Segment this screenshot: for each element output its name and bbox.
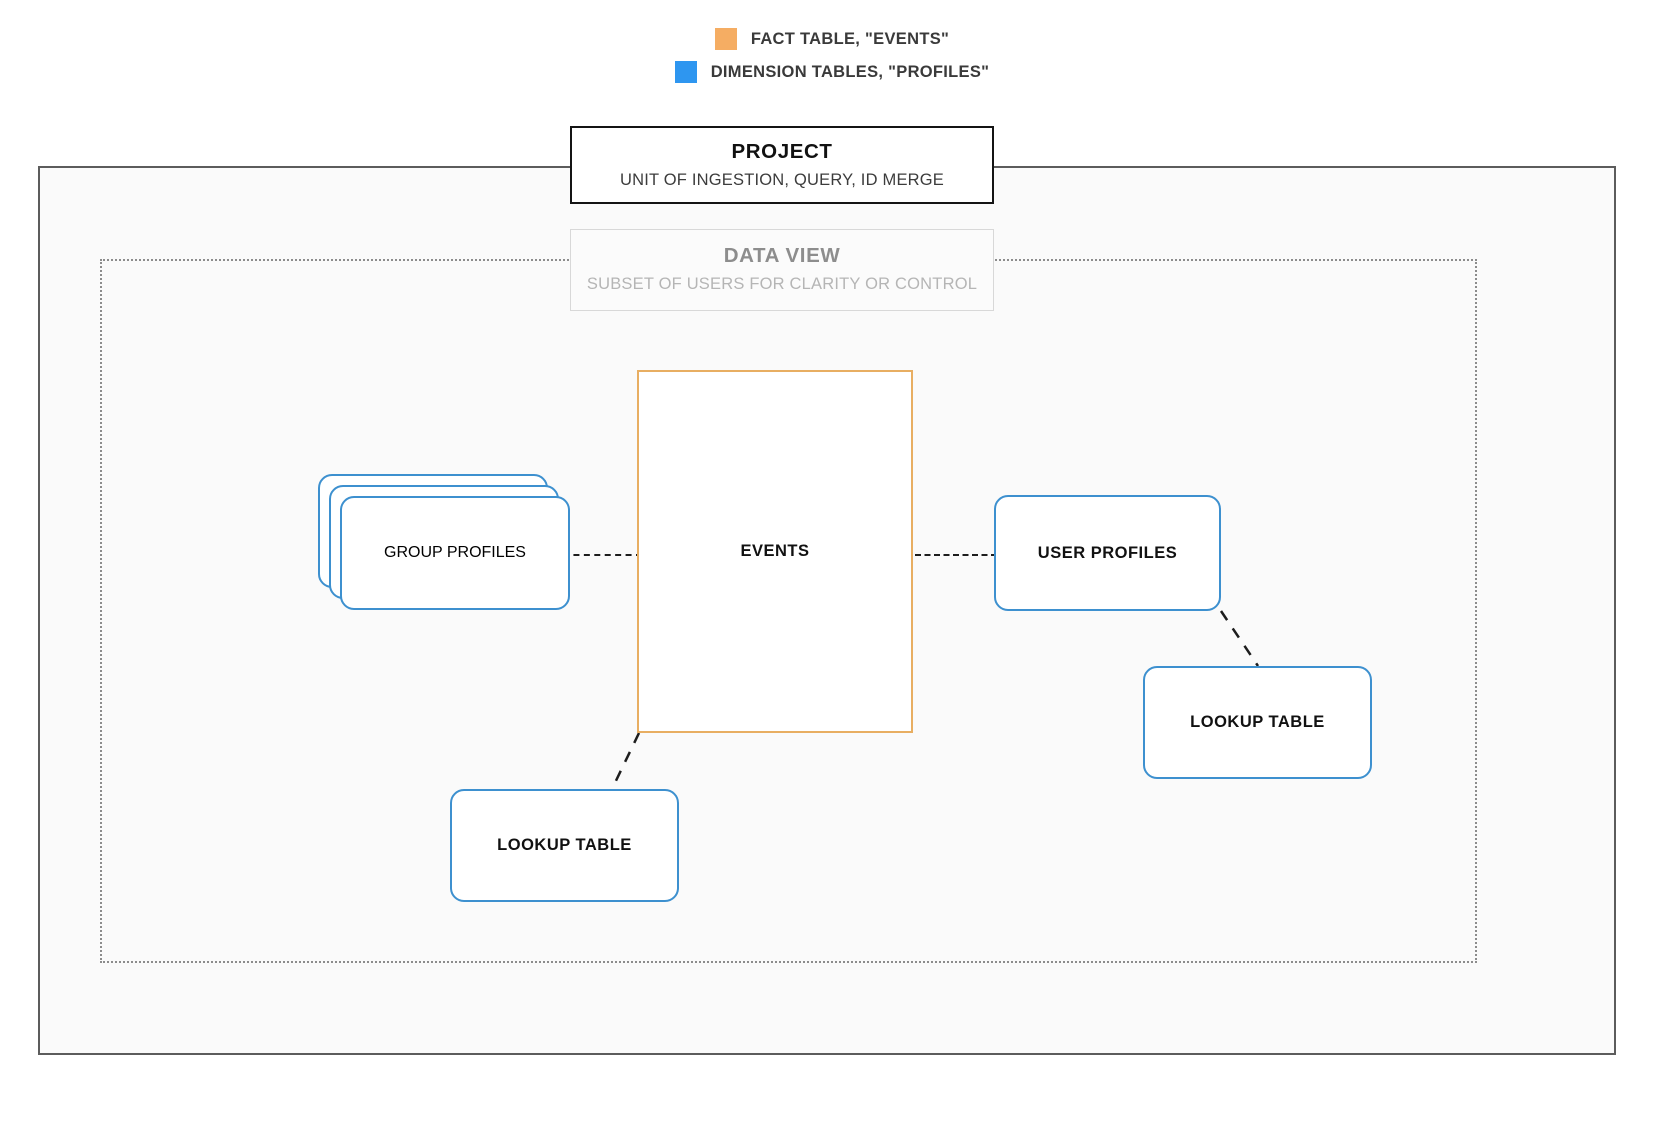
node-label-user-profiles: USER PROFILES	[1037, 543, 1178, 562]
legend-label-dimension-tables: DIMENSION TABLES, "PROFILES"	[710, 62, 990, 81]
legend-item-fact-table: FACT TABLE, "EVENTS"	[0, 28, 1664, 50]
connector-events-to-user-profiles	[915, 554, 997, 556]
node-group-profiles-stack[interactable]: GROUP PROFILES	[318, 474, 570, 610]
node-user-profiles[interactable]: USER PROFILES	[994, 495, 1221, 611]
node-events-fact-table[interactable]: EVENTS	[637, 370, 913, 733]
node-lookup-table-right[interactable]: LOOKUP TABLE	[1143, 666, 1372, 779]
data-view-title-box: DATA VIEW SUBSET OF USERS FOR CLARITY OR…	[570, 229, 994, 311]
connector-group-profiles-to-events	[563, 554, 642, 556]
legend-item-dimension-tables: DIMENSION TABLES, "PROFILES"	[0, 61, 1664, 83]
legend-label-fact-table: FACT TABLE, "EVENTS"	[750, 29, 950, 48]
node-label-lookup-table-right: LOOKUP TABLE	[1190, 713, 1325, 731]
legend: FACT TABLE, "EVENTS" DIMENSION TABLES, "…	[0, 28, 1664, 94]
data-view-title: DATA VIEW	[723, 244, 841, 267]
node-label-events: EVENTS	[740, 542, 810, 560]
blue-square-swatch	[674, 61, 697, 83]
page-title: PROJECT	[731, 140, 833, 163]
node-lookup-table-left[interactable]: LOOKUP TABLE	[450, 789, 679, 902]
project-title-box: PROJECT UNIT OF INGESTION, QUERY, ID MER…	[570, 126, 994, 204]
project-subtitle: UNIT OF INGESTION, QUERY, ID MERGE	[619, 171, 944, 189]
orange-square-swatch	[714, 28, 737, 50]
node-label-group-profiles: GROUP PROFILES	[384, 544, 526, 561]
data-view-subtitle: SUBSET OF USERS FOR CLARITY OR CONTROL	[586, 275, 978, 293]
group-profiles-card-front[interactable]: GROUP PROFILES	[340, 496, 570, 610]
node-label-lookup-table-left: LOOKUP TABLE	[497, 836, 632, 854]
